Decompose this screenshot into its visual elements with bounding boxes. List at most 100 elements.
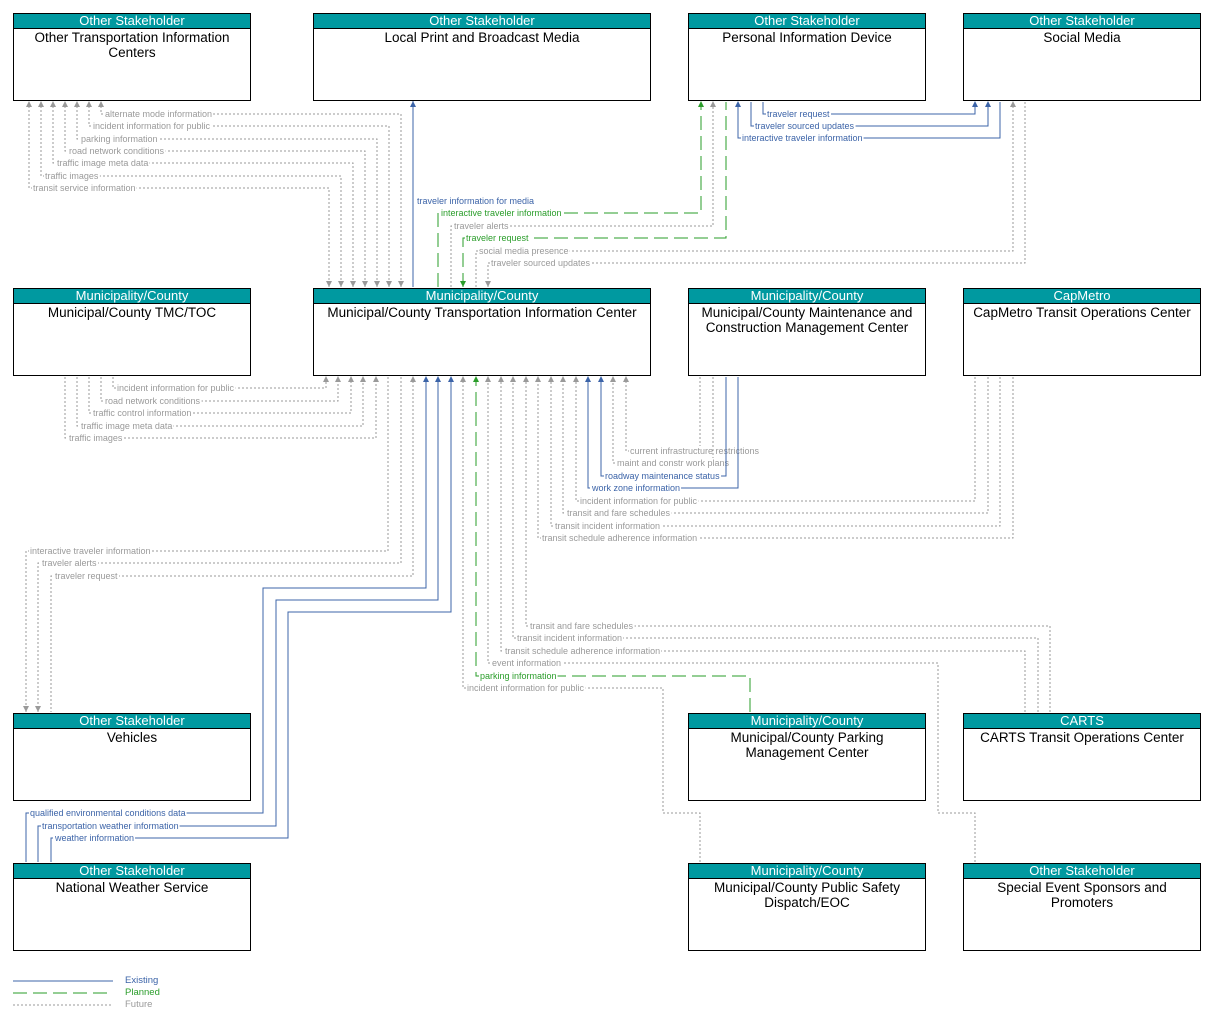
flow-line	[500, 378, 1026, 712]
node-municipal-county-tmc-toc[interactable]: Municipality/County Municipal/County TMC…	[13, 288, 251, 376]
flow-label-background	[529, 621, 635, 631]
flow-line	[50, 377, 414, 712]
flow-label-nws: weather information	[54, 833, 134, 843]
flow-label-background	[491, 658, 563, 668]
flow-label-background	[440, 208, 563, 218]
flow-label-otic: incident information for public	[93, 121, 211, 131]
flow-arrowhead	[610, 376, 616, 382]
flow-arrowhead	[710, 101, 716, 107]
flow-label-background	[541, 533, 699, 543]
flow-arrowhead	[548, 376, 554, 382]
flow-arrowhead	[1010, 101, 1016, 107]
node-municipal-county-parking-management-center[interactable]: Municipality/County Municipal/County Par…	[688, 713, 926, 801]
flow-label-otic: transit service information	[33, 183, 136, 193]
flow-label-vehicles: interactive traveler information	[30, 546, 151, 556]
flow-label-background	[80, 134, 159, 144]
flow-label-background	[629, 446, 761, 456]
flow-line	[475, 102, 1014, 287]
node-personal-information-device[interactable]: Other Stakeholder Personal Information D…	[688, 13, 926, 101]
flow-arrowhead	[585, 376, 591, 382]
node-header: Other Stakeholder	[14, 864, 250, 879]
flow-label-background	[92, 121, 212, 131]
flow-label-background	[68, 433, 124, 443]
flow-label-carts: transit incident information	[517, 633, 622, 643]
node-special-event-sponsors-and-promoters[interactable]: Other Stakeholder Special Event Sponsors…	[963, 863, 1201, 951]
flow-label-otic: alternate mode information	[105, 109, 212, 119]
node-header: Other Stakeholder	[964, 14, 1200, 29]
flow-label-tmc: traffic images	[69, 433, 123, 443]
flow-arrowhead	[410, 376, 416, 382]
node-header: Other Stakeholder	[964, 864, 1200, 879]
flow-label-capmetro: transit incident information	[555, 521, 660, 531]
flow-label-background	[32, 183, 137, 193]
flow-arrowhead	[598, 376, 604, 382]
node-header: Municipality/County	[314, 289, 650, 304]
flow-line	[88, 377, 352, 414]
node-national-weather-service[interactable]: Other Stakeholder National Weather Servi…	[13, 863, 251, 951]
flow-label-pid: traveler request	[466, 233, 529, 243]
flow-label-pid: traveler alerts	[454, 221, 509, 231]
node-header: Municipality/County	[689, 714, 925, 729]
node-name: CapMetro Transit Operations Center	[973, 305, 1191, 320]
flow-label-parking: parking information	[480, 671, 557, 681]
flow-line	[50, 378, 452, 862]
flow-line	[437, 102, 702, 287]
node-vehicles[interactable]: Other Stakeholder Vehicles	[13, 713, 251, 801]
node-social-media[interactable]: Other Stakeholder Social Media	[963, 13, 1201, 101]
node-local-print-and-broadcast-media[interactable]: Other Stakeholder Local Print and Broadc…	[313, 13, 651, 101]
flow-arrowhead	[35, 706, 41, 712]
flow-arrowhead	[362, 281, 368, 287]
flow-label-maint: current infrastructure restrictions	[630, 446, 760, 456]
flow-arrowhead	[74, 101, 80, 107]
flow-arrowhead	[972, 101, 978, 107]
node-municipal-county-transportation-information-center[interactable]: Municipality/County Municipal/County Tra…	[313, 288, 651, 376]
node-header: Municipality/County	[689, 289, 925, 304]
flow-label-background	[579, 496, 699, 506]
flow-label-social: traveler sourced updates	[491, 258, 591, 268]
node-name: National Weather Service	[55, 880, 209, 895]
flow-arrowhead	[326, 281, 332, 287]
flow-label-background	[416, 196, 536, 206]
flow-label-otic: road network conditions	[69, 146, 165, 156]
node-other-transportation-information-centers[interactable]: Other Stakeholder Other Transportation I…	[13, 13, 251, 101]
flow-arrowhead	[338, 281, 344, 287]
flow-label-nws: transportation weather information	[42, 821, 179, 831]
flow-label-background	[53, 833, 136, 843]
flow-arrowhead	[485, 281, 491, 287]
flow-arrowhead	[573, 376, 579, 382]
node-municipal-county-maintenance-center[interactable]: Municipality/County Municipal/County Mai…	[688, 288, 926, 376]
flow-label-psap: incident information for public	[467, 683, 585, 693]
flow-line	[100, 377, 339, 402]
node-header: Other Stakeholder	[314, 14, 650, 29]
flow-label-background	[604, 471, 722, 481]
node-name: Municipal/County TMC/TOC	[47, 305, 217, 320]
node-carts-transit-operations-center[interactable]: CARTS CARTS Transit Operations Center	[963, 713, 1201, 801]
flow-line	[100, 102, 402, 287]
node-municipal-county-public-safety-dispatch[interactable]: Municipality/County Municipal/County Pub…	[688, 863, 926, 951]
node-header: CARTS	[964, 714, 1200, 729]
flow-label-background	[741, 133, 864, 143]
flow-arrowhead	[460, 376, 466, 382]
node-header: Other Stakeholder	[689, 14, 925, 29]
flow-arrowhead	[348, 376, 354, 382]
flow-label-background	[490, 258, 592, 268]
node-name: Municipal/County Parking Management Cent…	[730, 730, 884, 760]
flow-label-background	[41, 821, 180, 831]
flow-label-carts: transit and fare schedules	[530, 621, 634, 631]
flow-label-background	[766, 109, 832, 119]
flow-label-capmetro: transit schedule adherence information	[542, 533, 697, 543]
flow-arrowhead	[410, 101, 416, 107]
flow-line	[64, 102, 366, 287]
node-capmetro-transit-operations-center[interactable]: CapMetro CapMetro Transit Operations Cen…	[963, 288, 1201, 376]
flow-label-maint: work zone information	[591, 483, 680, 493]
flow-label-background	[80, 421, 174, 431]
flow-label-carts: transit schedule adherence information	[505, 646, 660, 656]
node-name: Social Media	[1043, 30, 1121, 45]
flow-arrowhead	[535, 376, 541, 382]
flow-arrowhead	[23, 706, 29, 712]
flow-label-background	[68, 146, 166, 156]
flow-line	[37, 377, 402, 712]
flow-label-pid-social: traveler sourced updates	[755, 121, 855, 131]
flow-line	[550, 377, 1001, 527]
flow-label-background	[590, 483, 682, 493]
